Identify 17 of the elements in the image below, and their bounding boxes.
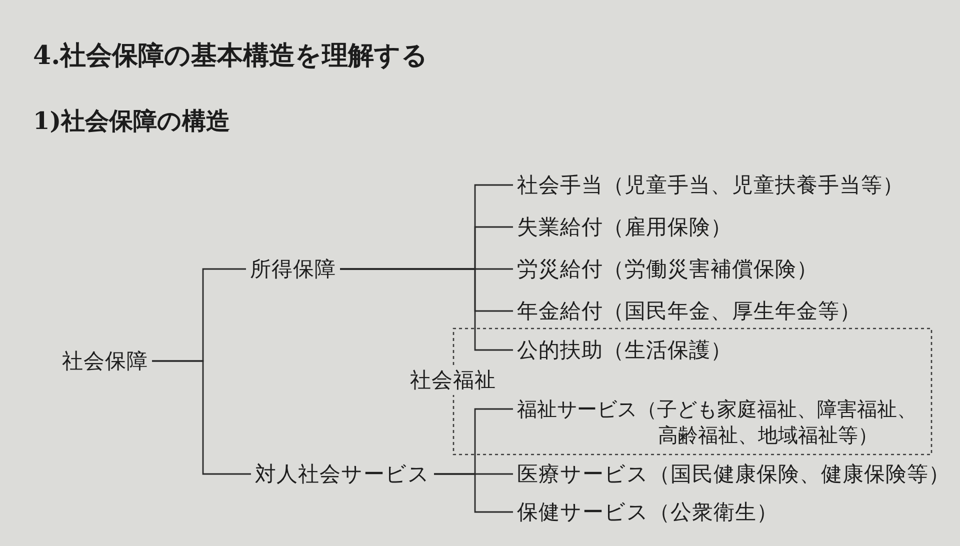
connector-line [434, 473, 513, 513]
category-label: 所得保障 [246, 256, 340, 282]
item-label: 社会手当（児童手当、児童扶養手当等） [513, 172, 908, 198]
item-label: 保健サービス（公衆衛生） [513, 499, 782, 525]
section-heading: 1)社会保障の構造 [33, 106, 230, 136]
item-label: 福祉サービス（子ども家庭福祉、障害福祉、高齢福祉、地域福祉等） [513, 396, 929, 448]
connector-line [152, 360, 251, 475]
item-label: 公的扶助（生活保護） [513, 337, 736, 363]
item-label: 失業給付（雇用保険） [513, 214, 736, 240]
item-label: 労災給付（労働災害補償保険） [513, 256, 822, 282]
category-label: 対人社会サービス [251, 461, 434, 487]
group-label: 社会福祉 [410, 367, 496, 393]
category-label: 社会保障 [58, 348, 152, 374]
item-label: 年金給付（国民年金、厚生年金等） [513, 298, 865, 324]
page-title: 4.社会保障の基本構造を理解する [33, 40, 428, 72]
connector-line [340, 268, 513, 351]
item-label: 医療サービス（国民健康保険、健康保険等） [513, 461, 954, 487]
